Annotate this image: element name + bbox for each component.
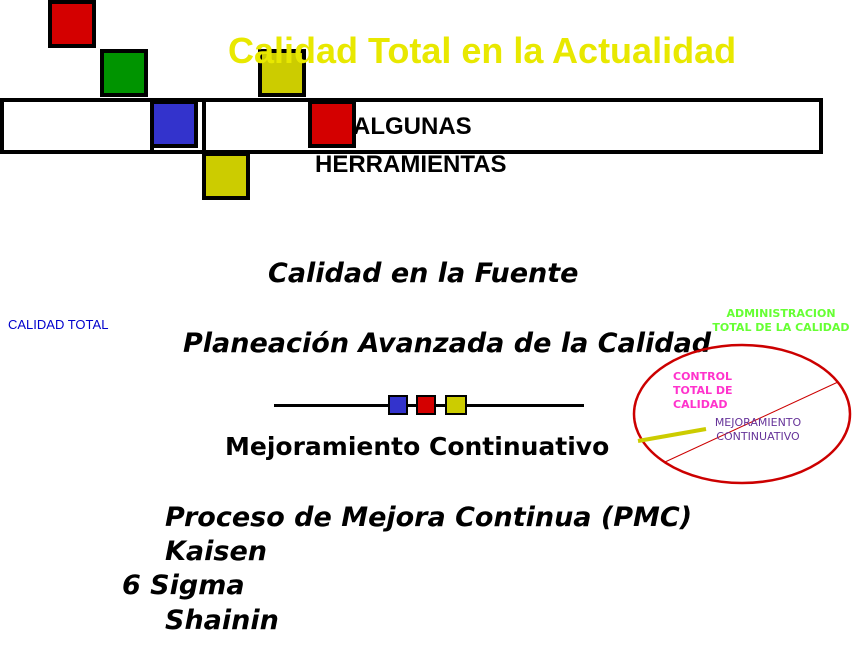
mejoramiento-diagram-line1: MEJORAMIENTO [714, 416, 802, 429]
slide-title: Calidad Total en la Actualidad [228, 30, 737, 71]
item-shainin: Shainin [165, 605, 279, 636]
section-heading: ALGUNAS HERRAMIENTAS [315, 108, 507, 184]
admin-label-line1: ADMINISTRACION [726, 307, 836, 320]
section-heading-line2: HERRAMIENTAS [315, 151, 507, 178]
quality-diagram [632, 343, 852, 485]
blue-square [150, 100, 198, 148]
green-square [100, 49, 148, 97]
control-label-line2: TOTAL DE [673, 384, 733, 397]
mejoramiento-diagram-label: MEJORAMIENTO CONTINUATIVO [700, 416, 816, 444]
calidad-total-label: CALIDAD TOTAL [8, 317, 109, 332]
item-mejoramiento: Mejoramiento Continuativo [225, 432, 610, 461]
section-banner [0, 98, 823, 154]
yellow-square-top [258, 49, 306, 97]
admin-label: ADMINISTRACION TOTAL DE LA CALIDAD [705, 307, 857, 335]
divider-blue-square [388, 395, 408, 415]
control-label-line1: CONTROL [673, 370, 732, 383]
red-square-top [48, 0, 96, 48]
divider-red-square [416, 395, 436, 415]
diagram-pointer-line [637, 427, 707, 443]
item-calidad-fuente: Calidad en la Fuente [268, 258, 579, 289]
banner-divider-2 [202, 98, 206, 154]
divider-yellow-square [445, 395, 467, 415]
item-six-sigma: 6 Sigma [122, 570, 245, 601]
admin-label-line2: TOTAL DE LA CALIDAD [712, 321, 850, 334]
yellow-square-bottom [202, 152, 250, 200]
red-square-banner [308, 100, 356, 148]
item-planeacion: Planeación Avanzada de la Calidad [183, 328, 712, 359]
diagram-divider-line [664, 381, 839, 463]
control-label: CONTROL TOTAL DE CALIDAD [673, 370, 733, 412]
mejoramiento-diagram-line2: CONTINUATIVO [716, 430, 800, 443]
item-pmc: Proceso de Mejora Continua (PMC) [165, 502, 693, 533]
diagram-ellipse [632, 343, 852, 485]
control-label-line3: CALIDAD [673, 398, 728, 411]
item-kaisen: Kaisen [165, 536, 268, 567]
section-heading-line1: ALGUNAS [353, 113, 472, 140]
